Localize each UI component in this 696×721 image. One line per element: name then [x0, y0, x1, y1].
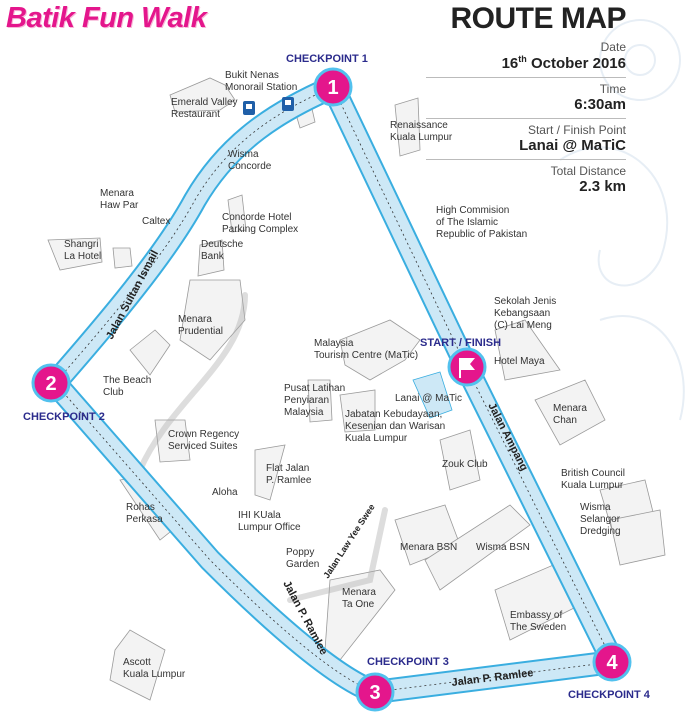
date-suffix: th [518, 54, 527, 64]
floral-watermark [559, 19, 685, 421]
road-jalan-law-yee-swee: Jalan Law Yee Swee [321, 502, 376, 580]
time-value: 6:30am [426, 96, 626, 119]
checkpoint-3[interactable]: 3 CHECKPOINT 3 [355, 656, 449, 712]
checkpoint-number: 3 [369, 682, 380, 704]
place-menara-bsn: Menara BSN [400, 542, 457, 553]
checkpoint-number: 4 [606, 652, 618, 674]
place-caltex: Caltex [142, 216, 170, 227]
date-month-year: October 2016 [526, 55, 626, 72]
flag-icon [459, 358, 475, 378]
buildings [47, 77, 666, 701]
checkpoint-label: CHECKPOINT 4 [568, 689, 651, 701]
checkpoint-number: 2 [45, 373, 56, 395]
date-day: 16 [501, 55, 519, 72]
checkpoint-label: CHECKPOINT 3 [367, 656, 449, 668]
walking-route [43, 75, 625, 704]
start-finish-marker[interactable]: START / FINISH [420, 337, 501, 387]
distance-value: 2.3 km [579, 178, 626, 195]
place-lanai-matic: Lanai @ MaTic [395, 393, 462, 404]
date-value: 16th October 2016 [426, 54, 626, 78]
route-map-title: ROUTE MAP [450, 2, 627, 35]
start-finish-label: START / FINISH [420, 337, 501, 349]
place-wisma-bsn: Wisma BSN [476, 542, 530, 553]
place-aloha: Aloha [212, 487, 238, 498]
checkpoint-1[interactable]: 1 CHECKPOINT 1 [286, 53, 368, 107]
time-label: Time [599, 82, 626, 96]
place-hotel-maya: Hotel Maya [494, 356, 545, 367]
distance-label: Total Distance [550, 164, 626, 178]
monorail-icon [282, 97, 294, 111]
event-logo: Batik Fun Walk [6, 2, 207, 34]
date-label: Date [600, 40, 626, 54]
checkpoint-label: CHECKPOINT 2 [23, 411, 105, 423]
checkpoint-number: 1 [327, 77, 338, 99]
checkpoint-2[interactable]: 2 CHECKPOINT 2 [23, 363, 105, 423]
checkpoint-4[interactable]: 4 CHECKPOINT 4 [568, 642, 651, 701]
start-point-label: Start / Finish Point [527, 123, 626, 137]
checkpoint-label: CHECKPOINT 1 [286, 53, 368, 65]
bus-stop-icon [243, 101, 255, 115]
road-jalan-sultan-ismail: Jalan Sultan Ismail [104, 248, 161, 341]
route-info-panel: ROUTE MAP Date 16th October 2016 Time 6:… [426, 0, 627, 200]
start-point-value: Lanai @ MaTiC [426, 137, 626, 160]
place-zouk-club: Zouk Club [442, 459, 488, 470]
